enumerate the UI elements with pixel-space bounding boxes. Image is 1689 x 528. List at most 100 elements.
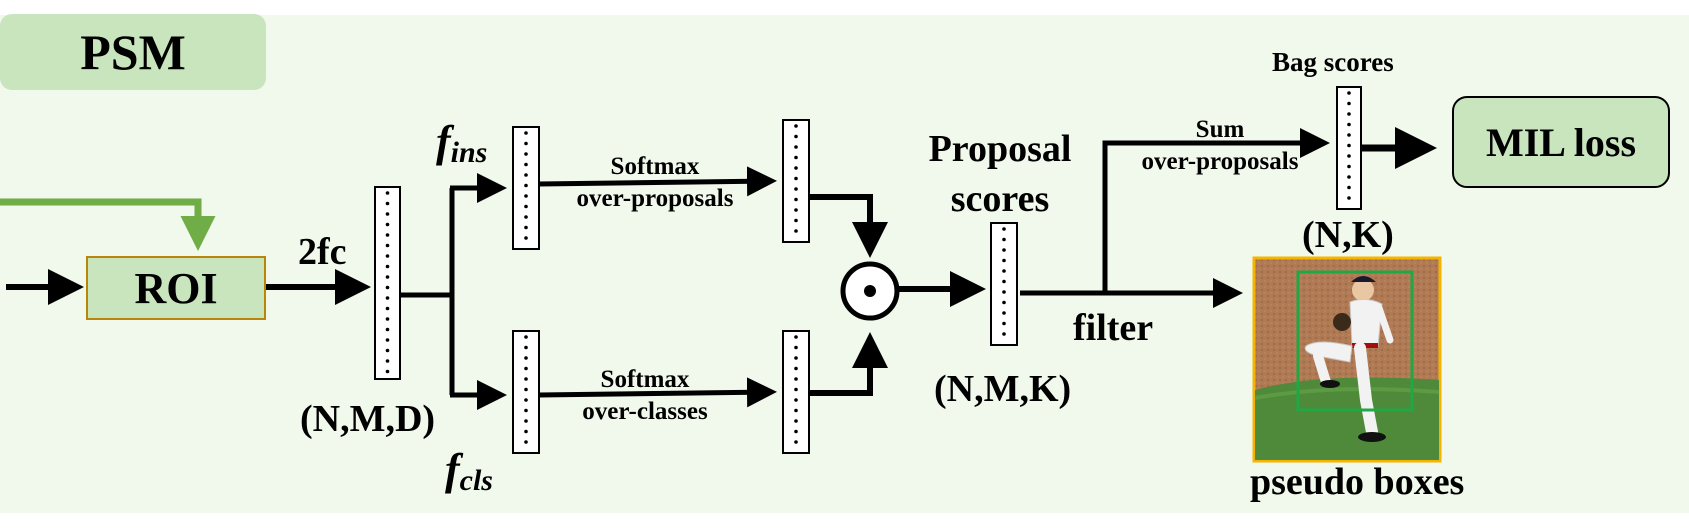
proposal-scores-line2: scores [950,178,1050,220]
bag-scores-column-dot [1347,154,1351,158]
feature-column-dot [385,275,390,279]
proposal-scores-line1: Proposal [928,128,1072,170]
feature-column-dot [385,191,390,195]
nmd-label: (N,M,D) [300,398,436,440]
fins-column-dot [524,183,528,188]
softmax-bottom-arrow [538,377,777,408]
proposal-scores-column-dot [1002,300,1006,305]
softmax-top-label: Softmax over-proposals [550,151,760,215]
feature-column-dot [385,359,390,363]
fcls-column-dot [524,419,528,423]
softmax-bottom-column-dot [794,398,798,402]
softmax-bottom-column-dot [794,440,798,444]
softmax-bottom-column-dot [794,408,798,413]
bottom-to-hadamard-arrow [809,332,888,396]
bag-scores-label: Bag scores [1272,47,1394,77]
green-feedback-arrow [0,198,216,251]
softmax-top-column-dot [794,176,798,181]
fins-sub: ins [450,136,488,169]
sum-arrow [1102,128,1330,293]
softmax-bottom-line1: Softmax [600,366,690,393]
feature-column-dot [385,254,390,258]
softmax-top-column-dot [794,124,798,128]
roi-box [86,256,266,320]
bag-scores-column-dot [1347,175,1351,179]
proposal-scores-column-dot [1002,321,1006,326]
feature-column-dot [385,285,390,290]
nmk-label: (N,M,K) [934,368,1072,410]
feature-column-dot [385,306,390,311]
proposal-scores-column-dot [1002,332,1006,336]
feature-column-dot [385,212,390,216]
proposal-scores-column-dot [1002,311,1006,315]
fins-column-dot [524,173,528,177]
fcls-column-dot [524,356,528,360]
softmax-top-column-dot [794,197,798,202]
feature-column [374,186,401,380]
fcls-column-dot [524,366,528,371]
fcls-sub: cls [459,464,493,497]
sum-line1: Sum [1195,116,1245,143]
nk-label: (N,K) [1302,214,1394,256]
fcls-label: fcls [445,448,493,496]
fins-column-dot [524,225,528,230]
feature-column-dot [385,327,390,332]
fins-column-dot [524,152,528,156]
pseudo-boxes-label: pseudo boxes [1250,461,1465,503]
feature-column-dot [385,222,390,227]
softmax-bottom-column-dot [794,387,798,392]
sum-line2: over-proposals [1141,148,1299,175]
roi-label: ROI [134,263,218,313]
fins-column-dot [524,204,528,209]
feature-column-dot [385,338,390,342]
fcls-column-dot [524,429,528,434]
proposal-scores-column-dot [1002,227,1006,231]
softmax-top-column-dot [794,145,798,149]
bag-scores-column-dot [1347,164,1351,169]
fcls-column-dot [524,408,528,413]
fins-column [512,126,540,250]
feature-column-dot [385,348,390,353]
feature-column-dot [385,296,390,300]
softmax-top-column [782,119,810,243]
pseudo-bbox [1296,270,1414,412]
mil-loss-box [1452,96,1670,188]
bag-scores-column-dot [1347,196,1351,200]
bag-scores-column-dot [1347,122,1351,127]
fins-column-dot [524,162,528,167]
bag-scores-column-dot [1347,143,1351,148]
proposal-scores-column-dot [1002,248,1006,252]
softmax-bottom-column-dot [794,335,798,339]
fcls-column-dot [524,398,528,402]
feature-column-dot [385,317,390,321]
fcls-column-dot [524,377,528,381]
bag-scores-column [1336,86,1362,210]
softmax-top-column-dot [794,208,798,212]
two-fc-label: 2fc [298,231,347,273]
fins-column-dot [524,141,528,146]
filter-label: filter [1073,307,1154,349]
softmax-top-line2: over-proposals [576,185,734,212]
softmax-bottom-column-dot [794,356,798,360]
bag-scores-column-dot [1347,91,1351,95]
softmax-bottom-column-dot [794,366,798,371]
hadamard-dot [864,285,876,297]
sum-label: Sum over-proposals [1120,114,1320,178]
softmax-bottom-label: Softmax over-classes [540,364,750,428]
proposal-scores-column-dot [1002,290,1006,294]
feature-column-dot [385,243,390,248]
bag-scores-column-dot [1347,185,1351,190]
pseudo-boxes-image [1252,256,1442,463]
mil-loss-label: MIL loss [1485,119,1637,165]
fins-column-dot [524,131,528,135]
softmax-top-column-dot [794,218,798,223]
fcls-column-dot [524,440,528,444]
softmax-bottom-column-dot [794,419,798,423]
softmax-bottom-column-dot [794,429,798,434]
softmax-top-column-dot [794,229,798,233]
bag-scores-column-dot [1347,112,1351,116]
proposal-scores-column-dot [1002,269,1006,273]
softmax-top-column-dot [794,187,798,191]
